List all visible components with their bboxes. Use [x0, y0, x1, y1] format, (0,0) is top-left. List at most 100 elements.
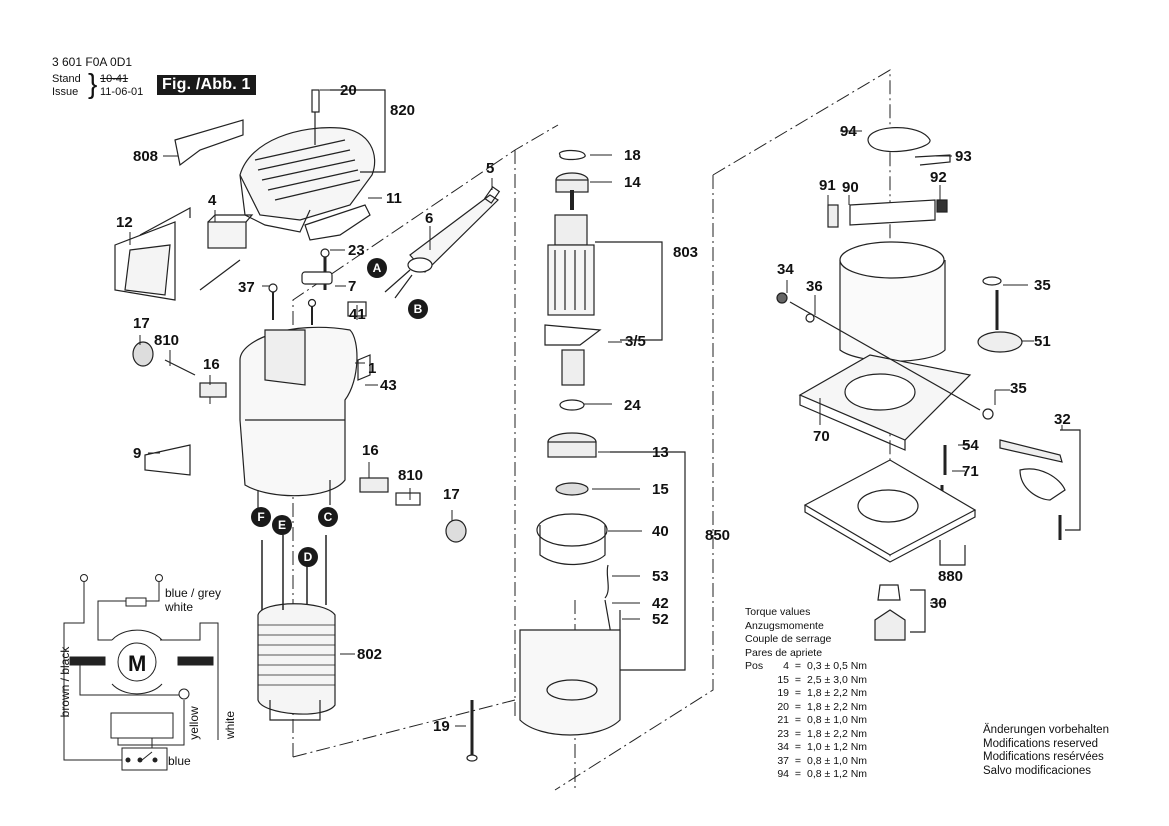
torque-row: 20=1,8 ± 2,2 Nm	[745, 701, 867, 715]
motor-housing	[239, 326, 358, 510]
issue-new-date: 11-06-01	[100, 86, 144, 98]
leader-lines	[129, 89, 1063, 727]
part-label-70: 70	[813, 428, 830, 445]
connector-marker-e: E	[272, 515, 292, 535]
part-label-803: 803	[673, 244, 699, 261]
torque-value: 1,8 ± 2,2 Nm	[807, 700, 868, 713]
part-label-13: 13	[652, 444, 669, 461]
carbon-brush-holders	[132, 341, 467, 543]
part-label-880: 880	[938, 568, 964, 585]
torque-value: 0,8 ± 1,0 Nm	[807, 714, 868, 726]
brace-glyph: }	[88, 68, 98, 99]
part-label-1: 1	[368, 360, 377, 377]
part-label-810-right: 810	[398, 467, 424, 484]
wire-label-blue: blue	[168, 754, 191, 768]
wire-label-yellow: yellow	[187, 706, 201, 740]
torque-pos: 94	[777, 768, 789, 780]
torque-title-en: Torque values	[745, 606, 811, 618]
issue-label: Issue	[52, 86, 79, 98]
part-label-20: 20	[340, 82, 357, 99]
part-label-9: 9	[133, 445, 142, 462]
part-label-24: 24	[624, 397, 641, 414]
motor-housing-cover	[174, 89, 386, 241]
part-label-35-bottom: 35	[1010, 380, 1027, 397]
part-label-3-5: 3/5	[625, 333, 646, 350]
part-label-52: 52	[652, 611, 669, 628]
modifications-en: Modifications reserved	[983, 737, 1099, 750]
torque-pos: 4	[783, 660, 789, 672]
part-label-19: 19	[433, 718, 450, 735]
part-label-30: 30	[930, 595, 947, 612]
wiring-diagram	[63, 574, 219, 771]
part-label-23: 23	[348, 242, 365, 259]
part-label-17-right: 17	[443, 486, 460, 503]
stand-label: Stand	[52, 73, 81, 85]
torque-row: 34=1,0 ± 1,2 Nm	[745, 741, 867, 755]
torque-pos: 37	[777, 754, 789, 767]
part-label-93: 93	[955, 148, 972, 165]
part-label-51: 51	[1034, 333, 1051, 350]
part-label-71: 71	[962, 463, 979, 480]
part-label-92: 92	[930, 169, 947, 186]
torque-pos: 19	[777, 687, 789, 699]
part-label-53: 53	[652, 568, 669, 585]
torque-values-table: Torque values Anzugsmomente Couple de se…	[745, 606, 867, 782]
wire-label-white-side: white	[223, 711, 237, 740]
switch-part	[114, 206, 254, 301]
figure-label: Fig. /Abb. 1	[157, 75, 256, 95]
part-label-41: 41	[349, 306, 366, 323]
part-label-850: 850	[705, 527, 731, 544]
part-label-14: 14	[624, 174, 641, 191]
small-screws	[268, 248, 371, 381]
torque-row: 94=0,8 ± 1,2 Nm	[745, 768, 867, 782]
connector-marker-c: C	[318, 507, 338, 527]
torque-title-es: Pares de apriete	[745, 646, 823, 659]
torque-value: 0,8 ± 1,2 Nm	[807, 768, 868, 780]
document-number: 3 601 F0A 0D1	[52, 55, 133, 69]
modifications-es: Salvo modificaciones	[983, 764, 1092, 777]
torque-value: 0,8 ± 1,0 Nm	[807, 754, 868, 767]
torque-value: 0,3 ± 0,5 Nm	[807, 660, 868, 672]
wire-label-blue-grey: blue / grey	[165, 586, 222, 600]
connector-marker-b: B	[408, 299, 428, 319]
part-label-94: 94	[840, 123, 857, 140]
modifications-notice: Änderungen vorbehalten Modifications res…	[983, 724, 1109, 778]
part-label-17-left: 17	[133, 315, 150, 332]
field-coil	[257, 535, 336, 721]
part-label-810-left: 810	[154, 332, 180, 349]
issue-old-date: 10-41	[100, 73, 129, 85]
part-label-802: 802	[357, 646, 383, 663]
wire-label-white-top: white	[165, 600, 194, 614]
torque-title-fr: Couple de serrage	[745, 633, 832, 645]
armature	[544, 149, 663, 411]
part-label-15: 15	[652, 481, 669, 498]
part-label-90: 90	[842, 179, 859, 196]
part-label-16-right: 16	[362, 442, 379, 459]
connector-marker-d: D	[298, 547, 318, 567]
torque-pos: 23	[777, 727, 789, 740]
part-label-7: 7	[348, 278, 357, 295]
torque-value: 2,5 ± 3,0 Nm	[807, 673, 868, 686]
part-label-36: 36	[806, 278, 823, 295]
torque-pos: 34	[777, 741, 789, 753]
pos-label: Pos	[745, 660, 764, 672]
part-label-35-top: 35	[1034, 277, 1051, 294]
part-label-91: 91	[819, 177, 836, 194]
torque-pos: 21	[777, 714, 789, 726]
connector-marker-a: A	[367, 258, 387, 278]
part-label-37: 37	[238, 279, 255, 296]
part-label-4: 4	[208, 192, 217, 209]
power-cord	[384, 186, 501, 299]
part-label-11: 11	[386, 190, 402, 207]
torque-value: 1,8 ± 2,2 Nm	[807, 687, 868, 699]
part-label-43: 43	[380, 377, 397, 394]
part-label-32: 32	[1054, 411, 1071, 428]
stand-issue-labels: Stand Issue	[52, 73, 81, 99]
router-base-assembly	[776, 127, 1081, 641]
torque-title-de: Anzugsmomente	[745, 619, 824, 632]
part-label-34: 34	[777, 261, 794, 278]
modifications-de: Änderungen vorbehalten	[983, 724, 1109, 736]
wire-label-brown-black: brown / black	[58, 646, 72, 718]
